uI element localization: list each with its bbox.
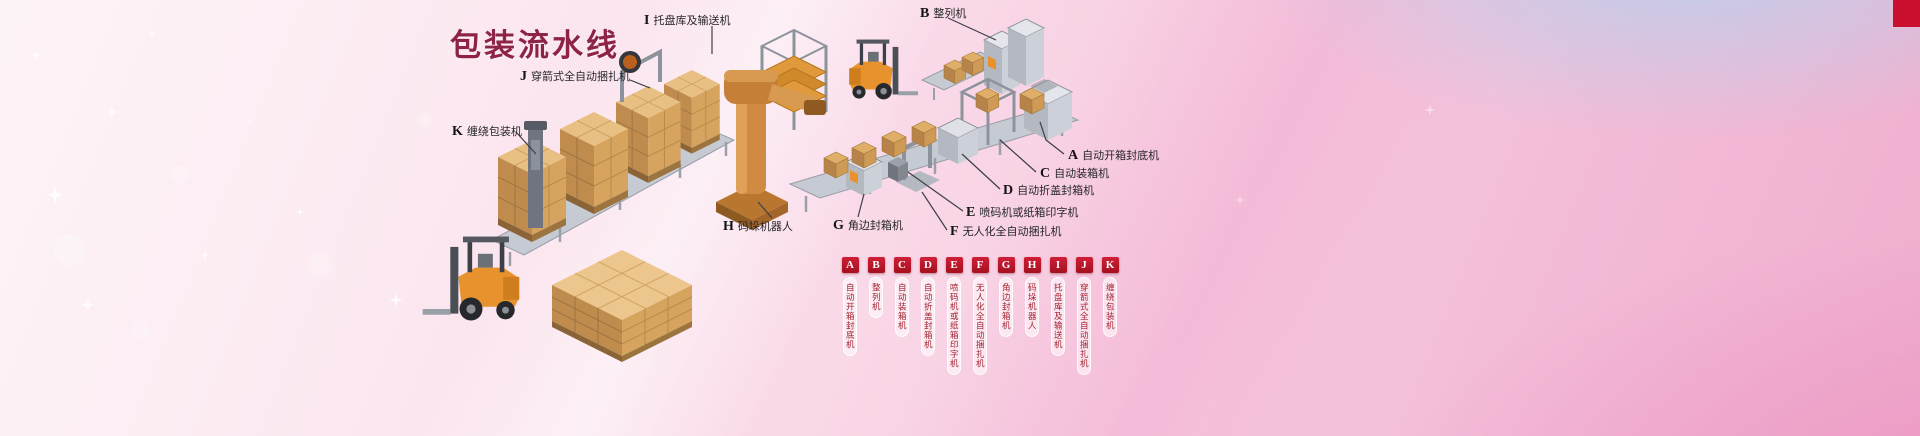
callout-b-label: 整列机 bbox=[933, 8, 967, 20]
legend-item-c: C 自动装箱机 bbox=[893, 257, 911, 337]
legend-label-i: 托盘库及输送机 bbox=[1050, 277, 1066, 356]
arranging-machine-icon bbox=[982, 18, 1046, 94]
inkjet-printer-icon bbox=[888, 157, 908, 182]
callout-i-label: 托盘库及输送机 bbox=[653, 15, 731, 27]
legend-label-e: 喷码机或纸箱印字机 bbox=[946, 277, 962, 375]
legend-badge-i: I bbox=[1049, 257, 1067, 273]
callout-f-label: 无人化全自动捆扎机 bbox=[962, 226, 1062, 238]
callout-b: B 整列机 bbox=[920, 5, 966, 22]
callout-c: C 自动装箱机 bbox=[1040, 165, 1109, 182]
legend-label-g: 角边封箱机 bbox=[998, 277, 1014, 337]
strapping-arch-icon bbox=[619, 48, 662, 102]
callout-a: A 自动开箱封底机 bbox=[1068, 147, 1159, 164]
callout-g-label: 角边封箱机 bbox=[847, 220, 903, 232]
legend-label-d: 自动折盖封箱机 bbox=[920, 277, 936, 356]
legend-label-k: 缠绕包装机 bbox=[1102, 277, 1118, 337]
legend-badge-f: F bbox=[971, 257, 989, 273]
callout-f-letter: F bbox=[950, 224, 959, 239]
callout-h-label: 码垛机器人 bbox=[737, 221, 793, 233]
callout-d: D 自动折盖封箱机 bbox=[1003, 182, 1094, 199]
callout-j-letter: J bbox=[520, 69, 527, 84]
callout-i-letter: I bbox=[644, 13, 650, 28]
callout-b-letter: B bbox=[920, 6, 930, 21]
legend-label-j: 穿箭式全自动捆扎机 bbox=[1076, 277, 1092, 375]
legend-label-f: 无人化全自动捆扎机 bbox=[972, 277, 988, 375]
legend-item-i: I 托盘库及输送机 bbox=[1049, 257, 1067, 356]
legend-badge-c: C bbox=[893, 257, 911, 273]
callout-d-label: 自动折盖封箱机 bbox=[1017, 185, 1095, 197]
case-packer-icon bbox=[959, 77, 1017, 145]
large-box-stack-icon bbox=[551, 250, 693, 362]
callout-j-label: 穿箭式全自动捆扎机 bbox=[531, 71, 630, 83]
banner-title: 包装流水线 bbox=[450, 28, 620, 63]
callout-k: K 缠绕包装机 bbox=[452, 123, 522, 140]
callout-i: I 托盘库及输送机 bbox=[644, 12, 730, 29]
legend-label-h: 码垛机器人 bbox=[1024, 277, 1040, 337]
callout-c-letter: C bbox=[1040, 166, 1051, 181]
callout-g: G 角边封箱机 bbox=[833, 217, 903, 234]
legend-label-b: 整列机 bbox=[868, 277, 884, 318]
legend-badge-k: K bbox=[1101, 257, 1119, 273]
legend-item-a: A 自动开箱封底机 bbox=[841, 257, 859, 356]
callout-a-letter: A bbox=[1068, 148, 1079, 163]
legend-badge-h: H bbox=[1023, 257, 1041, 273]
legend-item-j: J 穿箭式全自动捆扎机 bbox=[1075, 257, 1093, 375]
callout-h-letter: H bbox=[723, 219, 734, 234]
callout-g-letter: G bbox=[833, 218, 844, 233]
legend-label-c: 自动装箱机 bbox=[894, 277, 910, 337]
legend-item-h: H 码垛机器人 bbox=[1023, 257, 1041, 337]
callout-c-label: 自动装箱机 bbox=[1054, 168, 1110, 180]
legend-label-a: 自动开箱封底机 bbox=[842, 277, 858, 356]
legend-badge-b: B bbox=[867, 257, 885, 273]
machine-legend: A 自动开箱封底机 B 整列机 C 自动装箱机 D 自动折盖封箱机 E 喷码机或… bbox=[841, 257, 1119, 375]
legend-badge-a: A bbox=[841, 257, 859, 273]
callout-leader-lines bbox=[515, 17, 1065, 231]
palletizing-robot-icon bbox=[716, 70, 826, 230]
callout-e: E 喷码机或纸箱印字机 bbox=[966, 204, 1078, 221]
legend-item-e: E 喷码机或纸箱印字机 bbox=[945, 257, 963, 375]
callout-e-letter: E bbox=[966, 205, 976, 220]
wrapping-machine-icon bbox=[524, 121, 547, 228]
legend-badge-e: E bbox=[945, 257, 963, 273]
forklift-top-icon bbox=[849, 39, 919, 100]
legend-item-f: F 无人化全自动捆扎机 bbox=[971, 257, 989, 375]
callout-a-label: 自动开箱封底机 bbox=[1082, 150, 1160, 162]
callout-f: F 无人化全自动捆扎机 bbox=[950, 223, 1062, 240]
callout-d-letter: D bbox=[1003, 183, 1014, 198]
callout-j: J 穿箭式全自动捆扎机 bbox=[520, 68, 630, 85]
callout-e-label: 喷码机或纸箱印字机 bbox=[979, 207, 1079, 219]
callout-k-label: 缠绕包装机 bbox=[466, 126, 522, 138]
legend-item-k: K 缠绕包装机 bbox=[1101, 257, 1119, 337]
legend-item-b: B 整列机 bbox=[867, 257, 885, 318]
legend-badge-d: D bbox=[919, 257, 937, 273]
sparkle-icons bbox=[30, 29, 1436, 341]
forklift-left-icon bbox=[422, 236, 520, 321]
legend-badge-g: G bbox=[997, 257, 1015, 273]
callout-h: H 码垛机器人 bbox=[723, 218, 793, 235]
legend-item-g: G 角边封箱机 bbox=[997, 257, 1015, 337]
legend-badge-j: J bbox=[1075, 257, 1093, 273]
callout-k-letter: K bbox=[452, 124, 463, 139]
legend-item-d: D 自动折盖封箱机 bbox=[919, 257, 937, 356]
corner-red-block bbox=[1893, 0, 1920, 27]
